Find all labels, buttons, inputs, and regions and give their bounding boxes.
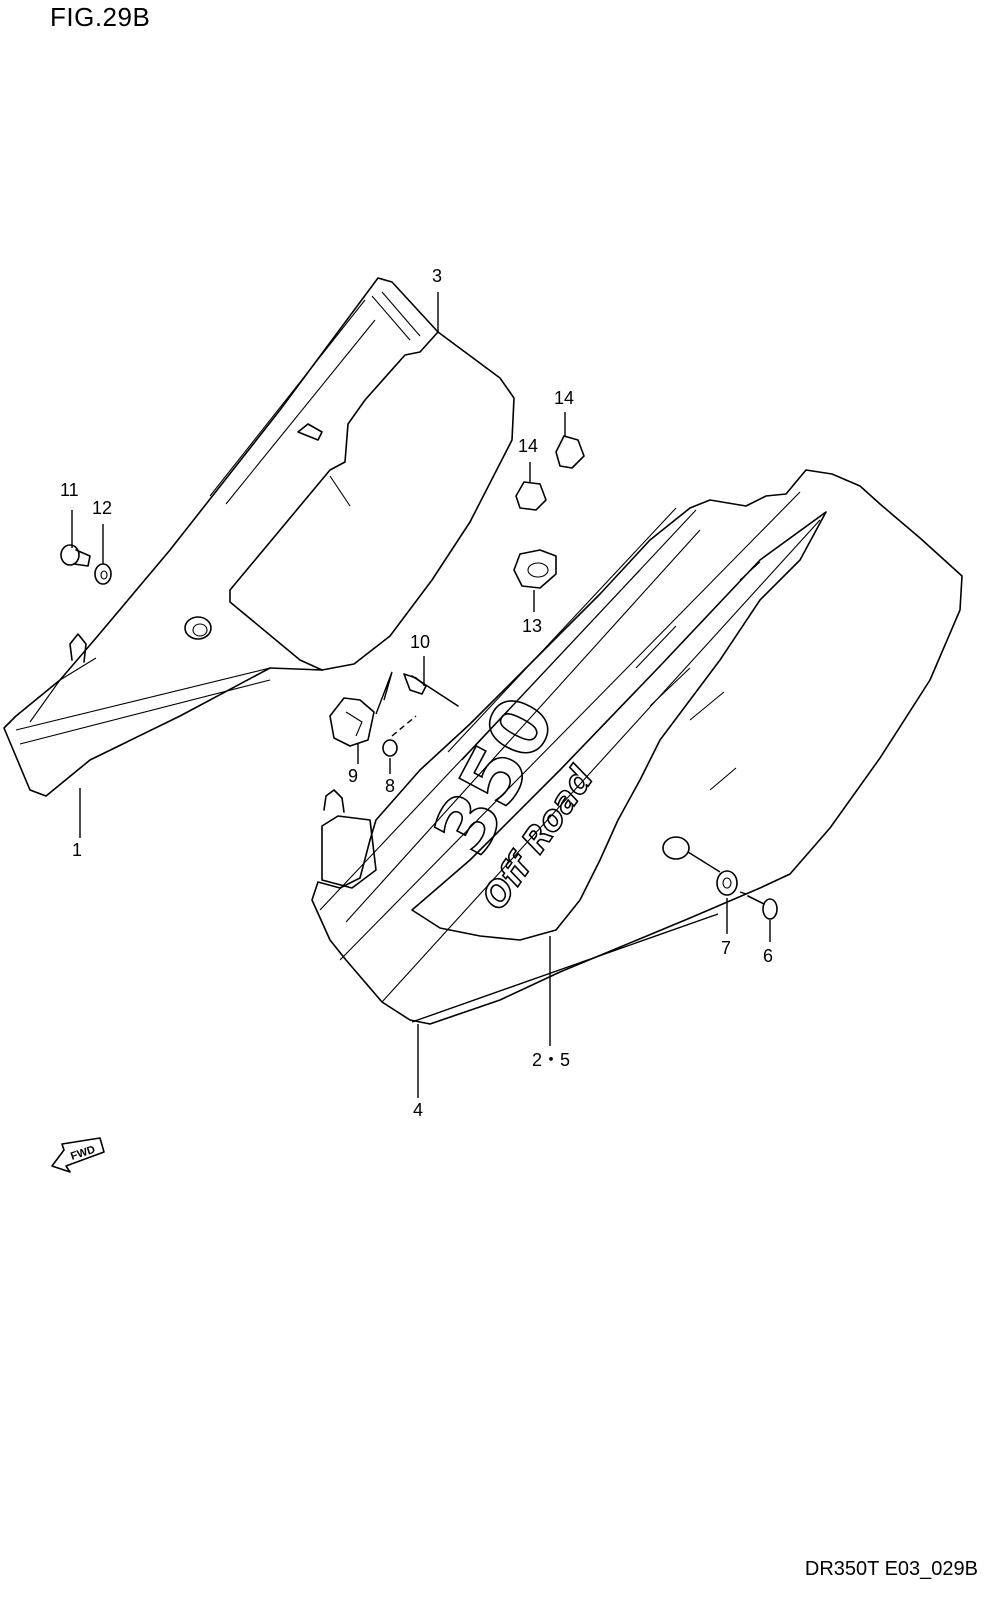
callout-6: 6 bbox=[763, 946, 773, 966]
drawing-code: DR350T E03_029B bbox=[804, 1558, 978, 1580]
callout-14-lower: 14 bbox=[518, 436, 538, 456]
figure-title: FIG.29B bbox=[50, 2, 151, 32]
frame-cover-left bbox=[3, 277, 515, 797]
callout-4: 4 bbox=[413, 1100, 423, 1120]
callout-1: 1 bbox=[72, 840, 82, 860]
screw-11 bbox=[60, 544, 91, 567]
callout-3: 3 bbox=[432, 266, 442, 286]
callout-10: 10 bbox=[410, 632, 430, 652]
nut-clip-9 bbox=[329, 697, 375, 747]
leader-lines bbox=[71, 292, 771, 1098]
callout-11: 11 bbox=[60, 480, 79, 500]
rivet-10 bbox=[403, 673, 459, 707]
callout-12: 12 bbox=[92, 498, 112, 518]
grommet-14-upper bbox=[555, 435, 585, 469]
grommet-13 bbox=[513, 549, 557, 589]
callout-13: 13 bbox=[522, 616, 542, 636]
callout-2-5: 2・5 bbox=[532, 1050, 570, 1070]
washer-8 bbox=[382, 739, 398, 757]
callout-9: 9 bbox=[348, 766, 358, 786]
screw-6 bbox=[747, 895, 778, 920]
callout-8: 8 bbox=[385, 776, 395, 796]
callout-7: 7 bbox=[721, 938, 731, 958]
washer-12 bbox=[94, 563, 112, 585]
fwd-arrow-icon: FWD bbox=[51, 1137, 105, 1173]
callout-14-upper: 14 bbox=[554, 388, 574, 408]
washer-7 bbox=[716, 870, 738, 896]
frame-cover-right bbox=[311, 469, 963, 1025]
grommet-14-lower bbox=[515, 481, 547, 511]
